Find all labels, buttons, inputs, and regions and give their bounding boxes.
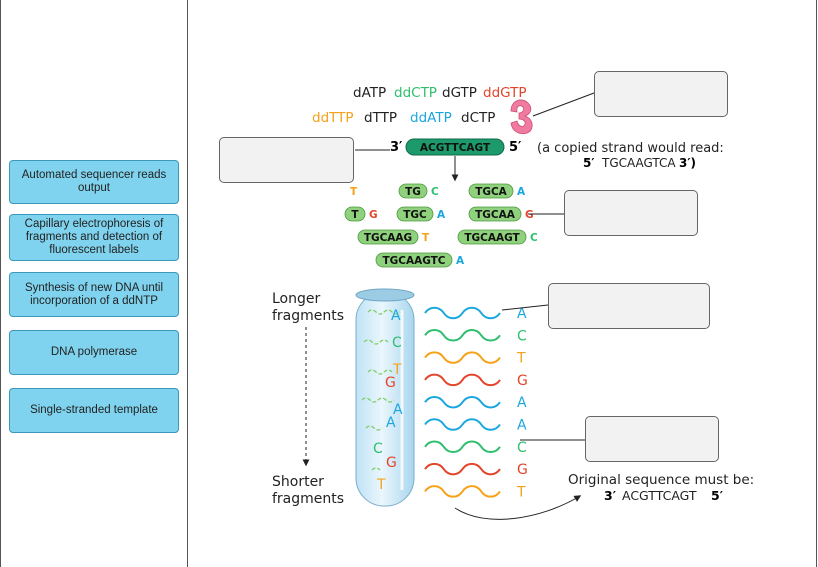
label-bank-panel (0, 0, 188, 567)
drop-zone-synthesis[interactable] (564, 190, 698, 236)
tube-letter: A (391, 308, 401, 324)
shorter-label-line1: Shorter (272, 474, 324, 490)
tube-letter: T (376, 477, 386, 493)
drop-zone-template[interactable] (219, 137, 354, 183)
fragment-body (457, 229, 527, 245)
longer-label-line1: Longer (272, 291, 320, 307)
copied-note-sequence: TGCAAGTCA (601, 156, 676, 170)
fragment-body (468, 206, 522, 222)
tube-letter: C (392, 335, 402, 351)
tube-rim (355, 288, 415, 302)
fragment-body (396, 206, 434, 222)
copied-note-3-prime: 3′) (679, 156, 696, 170)
leader-polymerase (532, 92, 595, 117)
nt-ddatp: ddATP (410, 110, 452, 126)
result-line1: Original sequence must be: (568, 472, 754, 488)
template-5-prime: 5′ (509, 140, 522, 155)
fragment-terminal-base: C (431, 186, 439, 198)
peak-letter: A (517, 395, 527, 411)
copied-note-line1: (a copied strand would read: (537, 141, 724, 156)
peak-trace (424, 418, 501, 431)
fragment-body (468, 183, 514, 199)
fragment-body (344, 206, 366, 222)
fragment-terminal-base: A (456, 255, 465, 267)
fragment-sequence: TGCA (475, 186, 507, 198)
fragment-sequence: TGCAAG (364, 232, 412, 244)
fragment-body (398, 183, 428, 199)
peak-trace (424, 329, 501, 342)
fragment-terminal-base: T (350, 186, 358, 198)
tube-letter: A (386, 415, 396, 431)
fragment-sequence: TGCAA (475, 209, 516, 221)
copied-note-5-prime: 5′ (583, 156, 595, 170)
fragment-terminal-base: A (517, 186, 526, 198)
drop-zone-electrophoresis[interactable] (548, 283, 710, 329)
peak-trace (424, 306, 501, 320)
fragment-sequence: TGCAAGT (464, 232, 520, 244)
fragment-sequence: TGCAAGTC (382, 255, 445, 267)
template-strand (405, 138, 505, 156)
peak-letter: C (517, 440, 527, 456)
result-sequence: ACGTTCAGT (622, 488, 697, 503)
tube-letter: G (386, 455, 397, 471)
peak-letter: G (517, 373, 528, 389)
result-3-prime: 3′ (604, 488, 616, 503)
nt-ddctp: ddCTP (394, 85, 437, 101)
label-dna-polymerase[interactable]: DNA polymerase (9, 330, 179, 375)
label-automated-sequencer[interactable]: Automated sequencer reads output (9, 160, 179, 204)
fragment-terminal-base: G (525, 209, 534, 221)
tube-letter: A (393, 402, 403, 418)
dna-polymerase-shape (510, 99, 533, 135)
fragment-terminal-base: C (530, 232, 538, 244)
peak-letter: T (516, 351, 526, 367)
nt-dttp: dTTP (364, 110, 397, 126)
result-5-prime: 5′ (711, 488, 723, 503)
fragment-sequence: T (351, 209, 359, 221)
fragment-sequence: TGC (403, 209, 427, 221)
tube-fragment-strands (361, 309, 401, 471)
fragment-terminal-base: G (369, 209, 378, 221)
peak-trace (424, 462, 501, 476)
nt-ddttp: ddTTP (312, 110, 354, 126)
drop-zone-sequencer[interactable] (585, 416, 719, 462)
nt-dctp: dCTP (461, 110, 495, 126)
result-arrow (454, 495, 582, 520)
shorter-label-line2: fragments (272, 491, 344, 507)
fragment-terminal-base: T (422, 232, 430, 244)
label-synthesis-new-dna[interactable]: Synthesis of new DNA until incorporation… (9, 272, 179, 317)
template-sequence: ACGTTCAGT (420, 142, 491, 154)
peak-letter: T (516, 484, 526, 500)
nt-datp: dATP (353, 85, 386, 101)
label-capillary-electrophoresis[interactable]: Capillary electrophoresis of fragments a… (9, 214, 179, 261)
peak-trace (424, 440, 501, 454)
chromatogram-peaks (424, 306, 501, 498)
template-3-prime: 3′ (390, 140, 403, 155)
fragment-sequence: TG (405, 186, 421, 198)
peak-letter: A (517, 418, 527, 434)
fragment-body (375, 252, 453, 268)
label-single-stranded-template[interactable]: Single-stranded template (9, 388, 179, 433)
nt-ddgtp: ddGTP (483, 85, 527, 101)
tube-letter: T (392, 362, 402, 378)
peak-letter: C (517, 328, 527, 344)
peak-trace (424, 351, 501, 364)
peak-trace (424, 485, 501, 498)
longer-label-line2: fragments (272, 308, 344, 324)
peak-letter: G (517, 462, 528, 478)
tube-letter: C (373, 441, 383, 457)
right-border (816, 0, 817, 567)
fragment-body (357, 229, 419, 245)
drop-zone-polymerase[interactable] (594, 71, 728, 117)
leader-electrophoresis (501, 304, 549, 311)
peak-trace (424, 395, 501, 409)
nt-dgtp: dGTP (442, 85, 477, 101)
fragment-terminal-base: A (437, 209, 446, 221)
peak-trace (424, 373, 501, 387)
tube-letter: G (385, 375, 396, 391)
peak-letter: A (517, 306, 527, 322)
